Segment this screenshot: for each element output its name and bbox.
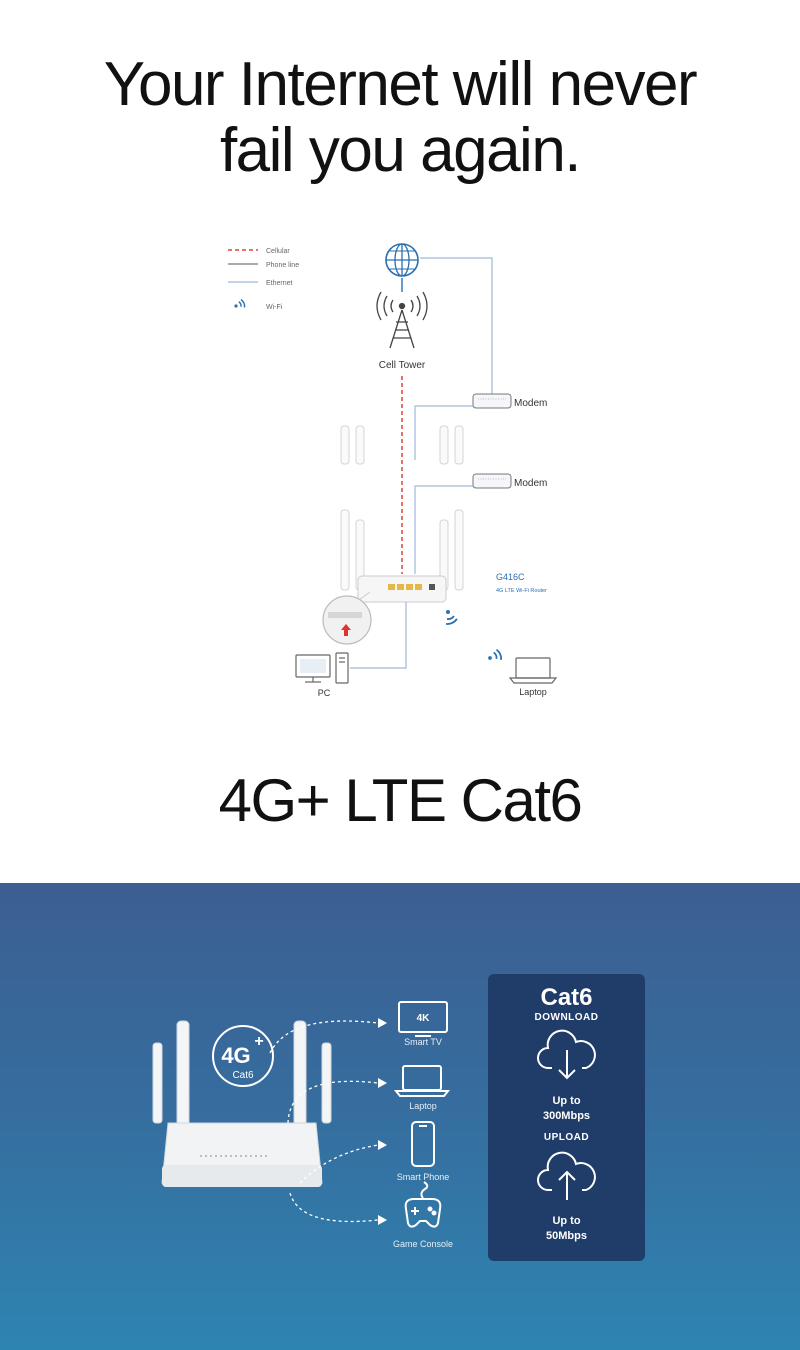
legend-ethernet-label: Ethernet — [266, 280, 293, 287]
router-antennas — [340, 425, 464, 591]
laptop-label: Laptop — [519, 687, 547, 697]
device-label-game-console: Game Console — [393, 1239, 453, 1249]
router-model-label: G416C — [496, 572, 525, 582]
device-label-laptop: Laptop — [409, 1101, 437, 1111]
pc-icon — [295, 652, 349, 684]
modem-1-label: Modem — [514, 398, 547, 409]
pc-label: PC — [318, 688, 331, 698]
pc-ethernet — [350, 602, 407, 669]
speed-panel: Cat6 DOWNLOAD Up to 300Mbps UPLOAD Up to… — [488, 974, 645, 1261]
badge-sub-text: Cat6 — [232, 1070, 254, 1081]
router-image — [161, 1122, 323, 1187]
modem-2-ethernet — [414, 485, 473, 574]
magnifier-detail — [322, 591, 372, 645]
arrow-heads — [378, 1018, 387, 1225]
badge-plus-text: + — [254, 1033, 263, 1050]
device-arrows — [269, 1020, 379, 1223]
smart-tv-icon: 4K — [398, 1001, 448, 1037]
legend-phone-label: Phone line — [266, 262, 299, 269]
cell-tower-label: Cell Tower — [379, 360, 426, 371]
wifi-icon — [234, 299, 246, 308]
headline: Your Internet will never fail you again. — [0, 52, 800, 184]
router-icon — [357, 575, 447, 603]
download-cloud-icon — [537, 1029, 596, 1080]
cell-tower-icon — [376, 291, 428, 349]
download-line-2: 300Mbps — [542, 1110, 591, 1122]
router-desc-label: 4G LTE Wi-Fi Router — [496, 588, 547, 594]
modem-2-label: Modem — [514, 478, 547, 489]
download-label: DOWNLOAD — [534, 1012, 599, 1023]
wifi-icon — [445, 610, 458, 625]
headline-line-1: Your Internet will never — [103, 50, 698, 119]
device-label-smart-tv: Smart TV — [404, 1037, 442, 1047]
modem-1-ethernet — [414, 405, 473, 460]
panel-title: Cat6 — [540, 984, 593, 1011]
legend-cellular-label: Cellular — [266, 248, 290, 255]
upload-label: UPLOAD — [543, 1132, 590, 1143]
feature-banner: 4G + Cat6 4K Smart TV Laptop — [0, 883, 800, 1350]
4g-badge: 4G + Cat6 — [212, 1025, 274, 1087]
download-line-1: Up to — [552, 1095, 581, 1107]
feature-graphic: 4G + Cat6 4K Smart TV Laptop — [152, 1001, 453, 1249]
wifi-icon — [488, 649, 502, 660]
smartphone-icon — [411, 1121, 435, 1167]
tv-4k-label: 4K — [417, 1013, 431, 1024]
modem-icon — [472, 393, 512, 409]
laptop-icon — [393, 1065, 451, 1097]
router-antennas — [152, 1020, 332, 1134]
network-diagram: Cellular Phone line Ethernet Wi-Fi Cell … — [228, 243, 558, 698]
upload-line-2: 50Mbps — [546, 1230, 587, 1242]
legend-wifi-label: Wi-Fi — [266, 304, 283, 311]
headline-line-2: fail you again. — [219, 116, 582, 185]
badge-main-text: 4G — [221, 1043, 250, 1068]
modem-icon — [472, 473, 512, 489]
device-label-smart-phone: Smart Phone — [397, 1172, 450, 1182]
laptop-icon — [508, 657, 558, 684]
upload-cloud-icon — [537, 1151, 596, 1200]
globe-icon — [385, 243, 419, 277]
subheadline: 4G+ LTE Cat6 — [218, 767, 583, 834]
globe-modem-line — [420, 257, 493, 395]
upload-line-1: Up to — [552, 1215, 581, 1227]
game-controller-icon — [404, 1181, 442, 1228]
legend: Cellular Phone line Ethernet Wi-Fi — [228, 248, 299, 311]
